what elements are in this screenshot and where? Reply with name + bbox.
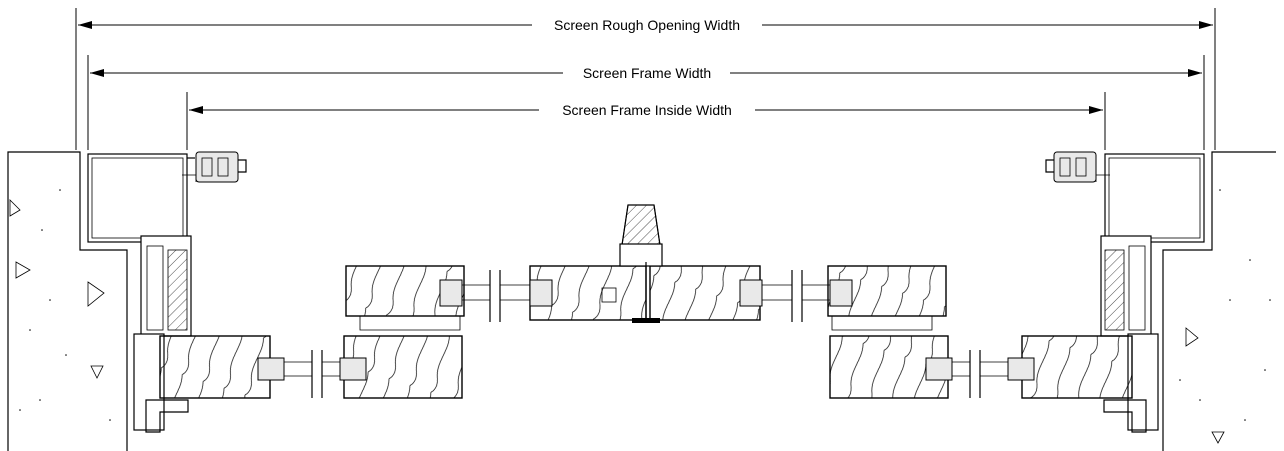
sash-lower-left: [159, 335, 463, 399]
label-mask: [550, 16, 744, 34]
sash-lower-right: [829, 335, 1133, 399]
label-mask: [578, 64, 716, 82]
frame-width-label: Screen Frame Width: [583, 65, 711, 81]
screen-frame-right: [1045, 151, 1205, 243]
sash-upper-center: [529, 204, 763, 323]
label-mask: [558, 101, 736, 119]
sash-upper-right: [762, 265, 947, 331]
dimension-frame-width: Screen Frame Width: [87, 55, 1205, 150]
window-frame-right: [1100, 235, 1159, 433]
rough-opening-label: Screen Rough Opening Width: [554, 17, 740, 33]
screen-frame-left: [87, 151, 247, 243]
dimension-frame-inside: Screen Frame Inside Width: [186, 92, 1106, 150]
wall-left: [7, 151, 128, 451]
wall-right: [1162, 151, 1276, 451]
sash-upper-left: [345, 265, 530, 331]
dimension-rough-opening: Screen Rough Opening Width: [75, 8, 1216, 150]
window-frame-left: [133, 235, 192, 433]
frame-inside-label: Screen Frame Inside Width: [562, 102, 732, 118]
